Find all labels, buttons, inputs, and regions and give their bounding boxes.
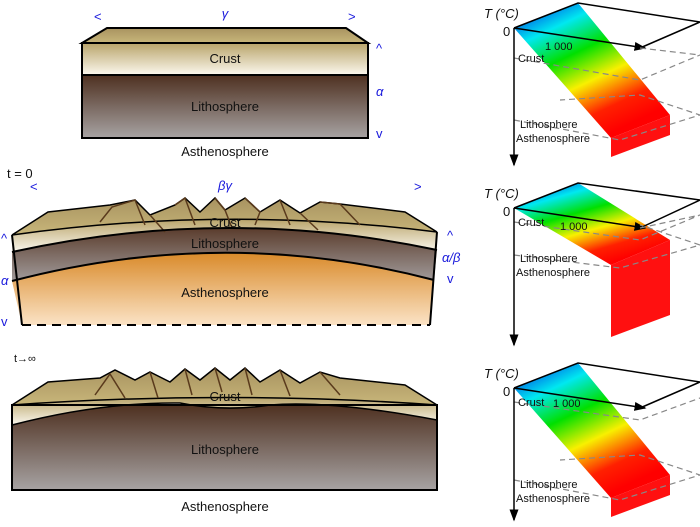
arrow-down-icon: v bbox=[447, 271, 454, 286]
lithosphere-label: Lithosphere bbox=[191, 236, 259, 251]
crust-label: Crust bbox=[209, 215, 240, 230]
geotherm-plot-stretched: T (°C) 0 1 000 Crust Lithosphere Astheno… bbox=[484, 182, 700, 347]
arrow-up-icon: ^ bbox=[376, 41, 383, 56]
asthenosphere-depth-label: Asthenosphere bbox=[516, 267, 590, 279]
crust-depth-label: Crust bbox=[518, 397, 544, 409]
temperature-axis-label: T (°C) bbox=[484, 6, 519, 21]
tick-1000: 1 000 bbox=[560, 221, 588, 233]
arrow-up-icon: ^ bbox=[447, 228, 454, 243]
crust-depth-label: Crust bbox=[518, 217, 544, 229]
lithosphere-label: Lithosphere bbox=[191, 442, 259, 457]
crust-depth-label: Crust bbox=[518, 53, 544, 65]
asthenosphere-label: Asthenosphere bbox=[181, 499, 268, 514]
crust-label: Crust bbox=[209, 389, 240, 404]
width-gamma-label: γ bbox=[222, 6, 230, 21]
arrow-right-icon: > bbox=[414, 179, 422, 194]
arrow-down-icon: v bbox=[376, 126, 383, 141]
asthenosphere-depth-label: Asthenosphere bbox=[516, 493, 590, 505]
thermally-subsided-block: t→∞ Crust Lithosphere Asthenosphere bbox=[11, 353, 438, 514]
arrow-left-icon: < bbox=[30, 179, 38, 194]
lithosphere-depth-label: Lithosphere bbox=[520, 119, 578, 131]
time-infinity-label: t→∞ bbox=[14, 353, 36, 365]
geotherm-plot-initial: T (°C) 0 1 000 Crust Lithosphere Astheno… bbox=[484, 2, 700, 167]
geotherm-plot-equilibrated: T (°C) 0 1 000 Crust Lithosphere Astheno… bbox=[484, 362, 700, 522]
zero-tick: 0 bbox=[503, 204, 510, 219]
width-beta-gamma-label: βγ bbox=[217, 178, 233, 193]
tick-1000: 1 000 bbox=[545, 41, 573, 53]
arrow-down-icon: v bbox=[1, 314, 8, 329]
temperature-axis-label: T (°C) bbox=[484, 186, 519, 201]
thickness-alpha-over-beta-label: α/β bbox=[442, 250, 461, 265]
lithosphere-depth-label: Lithosphere bbox=[520, 479, 578, 491]
time-zero-label: t = 0 bbox=[7, 166, 33, 181]
thickness-alpha-label: α bbox=[376, 84, 384, 99]
asthenosphere-label: Asthenosphere bbox=[181, 285, 268, 300]
initial-lithosphere-block: Crust Lithosphere Asthenosphere < > γ ^ … bbox=[78, 6, 384, 159]
tick-1000: 1 000 bbox=[553, 398, 581, 410]
arrow-left-icon: < bbox=[94, 9, 102, 24]
asthenosphere-label: Asthenosphere bbox=[181, 144, 268, 159]
lithosphere-label: Lithosphere bbox=[191, 99, 259, 114]
stretched-lithosphere-block: t = 0 < > βγ Crust Lithosphere Asthenosp… bbox=[1, 166, 461, 329]
temperature-axis-label: T (°C) bbox=[484, 366, 519, 381]
zero-tick: 0 bbox=[503, 24, 510, 39]
crust-label: Crust bbox=[209, 51, 240, 66]
lithosphere-depth-label: Lithosphere bbox=[520, 253, 578, 265]
arrow-up-icon: ^ bbox=[1, 231, 8, 246]
asthenosphere-depth-label: Asthenosphere bbox=[516, 133, 590, 145]
zero-tick: 0 bbox=[503, 384, 510, 399]
thickness-alpha-label: α bbox=[1, 273, 9, 288]
arrow-right-icon: > bbox=[348, 9, 356, 24]
